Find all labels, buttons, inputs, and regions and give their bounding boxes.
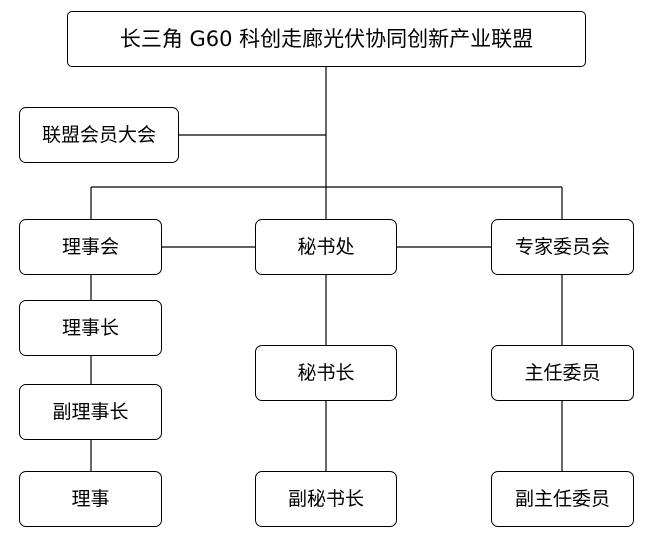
council-box: 理事会 (19, 219, 162, 275)
deputy-secretary-general-box: 副秘书长 (255, 471, 397, 527)
general-assembly-box: 联盟会员大会 (19, 107, 179, 163)
vice-chairman-box: 副理事长 (19, 384, 162, 440)
director-box: 理事 (19, 471, 162, 527)
committee-director-box: 主任委员 (491, 345, 634, 401)
alliance-title-box: 长三角 G60 科创走廊光伏协同创新产业联盟 (67, 11, 586, 67)
secretary-general-box: 秘书长 (255, 345, 397, 401)
deputy-committee-director-box: 副主任委员 (491, 471, 634, 527)
expert-committee-box: 专家委员会 (491, 219, 634, 275)
secretariat-box: 秘书处 (255, 219, 397, 275)
chairman-box: 理事长 (19, 300, 162, 356)
